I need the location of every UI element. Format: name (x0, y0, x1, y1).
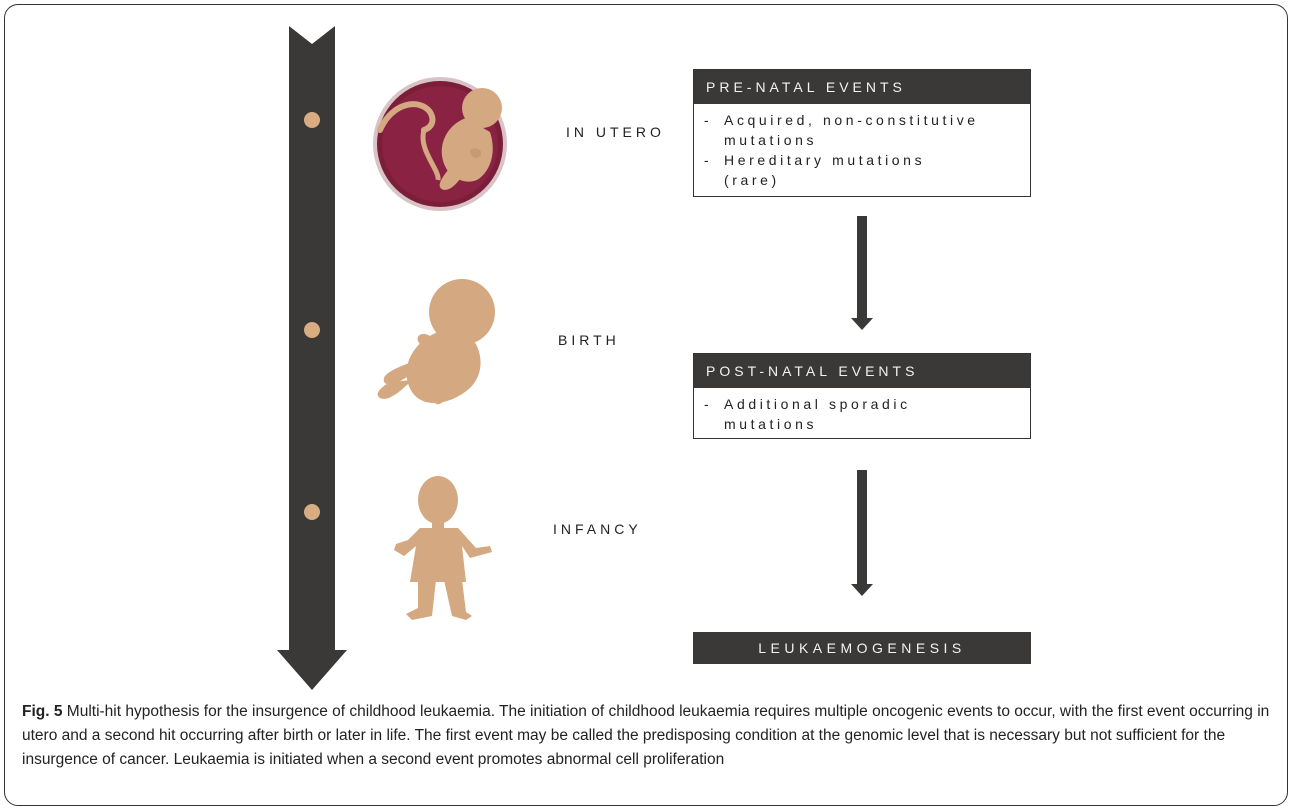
stage-label-birth: BIRTH (558, 332, 620, 348)
baby-icon (377, 279, 495, 405)
stage-label-in-utero: IN UTERO (566, 124, 665, 140)
list-item-line: Hereditary mutations (724, 152, 926, 168)
caption-text: Multi-hit hypothesis for the insurgence … (22, 703, 1270, 768)
list-item-line: Additional sporadic (724, 396, 911, 412)
list-item-line: Acquired, non-constitutive (724, 112, 979, 128)
list-item-line: mutations (724, 416, 818, 432)
prenatal-events-list: - Acquired, non-constitutive mutations -… (694, 104, 1030, 198)
list-item-line: mutations (724, 132, 818, 148)
list-item: - Hereditary mutations (rare) (704, 152, 926, 188)
timeline-dot-infancy (304, 504, 320, 520)
postnatal-events-title: POST-NATAL EVENTS (694, 354, 1030, 388)
timeline-graphics (277, 26, 873, 690)
figure-caption: Fig. 5 Multi-hit hypothesis for the insu… (22, 700, 1272, 772)
list-item-line: (rare) (724, 172, 780, 188)
prenatal-events-title: PRE-NATAL EVENTS (694, 70, 1030, 104)
timeline-dot-birth (304, 322, 320, 338)
child-icon (394, 476, 492, 620)
stage-label-infancy: INFANCY (553, 521, 642, 537)
postnatal-events-list: - Additional sporadic mutations (694, 388, 1030, 442)
arrow-postnatal-to-leukaemogenesis (851, 470, 873, 596)
diagram-canvas: IN UTERO BIRTH INFANCY PRE-NATAL EVENTS … (277, 26, 1031, 690)
time-arrow (277, 26, 347, 690)
prenatal-events-box: PRE-NATAL EVENTS - Acquired, non-constit… (693, 69, 1031, 197)
timeline-dot-in-utero (304, 112, 320, 128)
leukaemogenesis-box: LEUKAEMOGENESIS (693, 632, 1031, 664)
list-item: - Acquired, non-constitutive mutations (704, 112, 979, 148)
figure-label: Fig. 5 (22, 703, 63, 720)
list-item: - Additional sporadic mutations (704, 396, 911, 432)
fetus-icon (373, 77, 507, 211)
arrow-prenatal-to-postnatal (851, 216, 873, 330)
figure-frame (4, 4, 1288, 806)
postnatal-events-box: POST-NATAL EVENTS - Additional sporadic … (693, 353, 1031, 439)
